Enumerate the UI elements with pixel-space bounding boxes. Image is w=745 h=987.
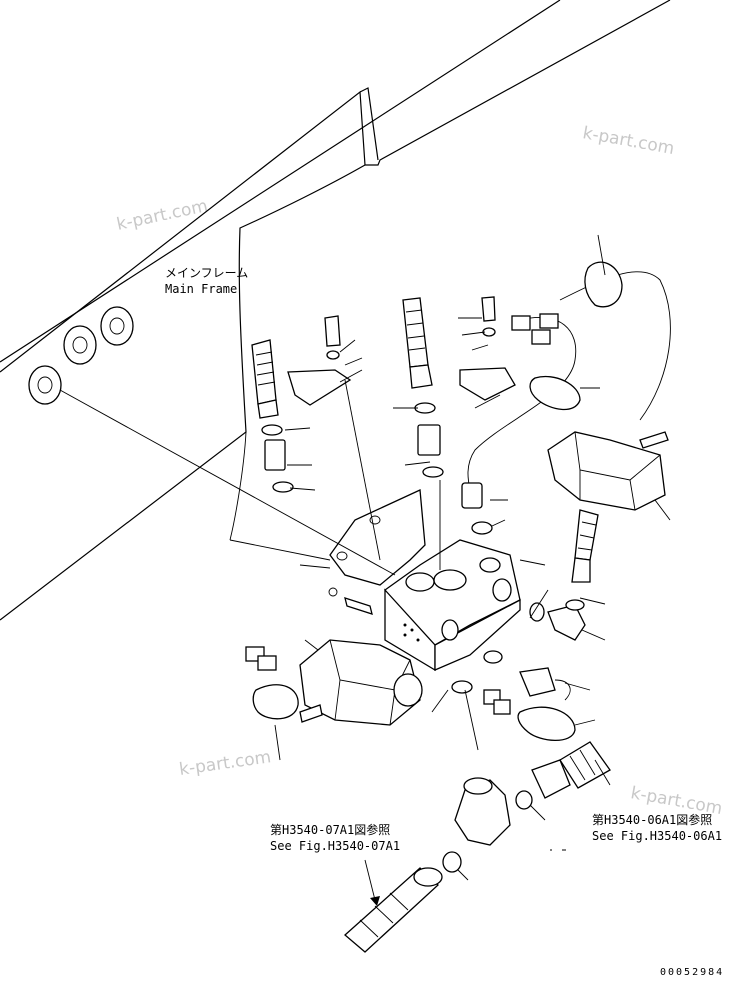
leader-line <box>59 234 671 881</box>
bolt <box>639 431 669 449</box>
bolt <box>324 296 496 360</box>
watermark: k-part.com <box>178 747 272 780</box>
hose-hatching <box>255 309 597 551</box>
reference-arrow <box>364 859 376 901</box>
main-frame-label-en: Main Frame <box>165 282 237 296</box>
arrow-head-icon <box>370 896 380 906</box>
reference-label-en: See Fig.H3540-07A1 <box>270 839 400 853</box>
valve-block <box>384 539 521 672</box>
watermark: k-part.com <box>115 196 210 235</box>
hose <box>251 297 599 583</box>
hose <box>559 741 611 789</box>
pressure-sensor <box>519 667 556 697</box>
elbow-fitting <box>547 604 586 641</box>
connector <box>245 313 559 715</box>
frame-grommet <box>28 306 134 405</box>
reference-label-en: See Fig.H3540-06A1 <box>592 829 722 843</box>
fitting <box>531 759 571 799</box>
fitting <box>261 402 545 873</box>
drawing-number: 00052984 <box>660 967 724 978</box>
tee-fitting <box>454 779 511 846</box>
bolt <box>299 704 323 723</box>
cable-band <box>252 261 623 742</box>
watermark: k-part.com <box>581 123 676 159</box>
main-frame <box>0 0 671 621</box>
main-frame-label-jp: メインフレーム <box>165 266 248 280</box>
hose <box>344 867 439 953</box>
reference-label-jp: 第H3540-06A1図参照 <box>592 812 712 827</box>
reference-label-jp: 第H3540-07A1図参照 <box>270 822 390 837</box>
clamp <box>287 369 352 406</box>
bolt <box>344 597 373 615</box>
clamp <box>459 367 516 401</box>
mounting-bracket <box>329 489 426 586</box>
